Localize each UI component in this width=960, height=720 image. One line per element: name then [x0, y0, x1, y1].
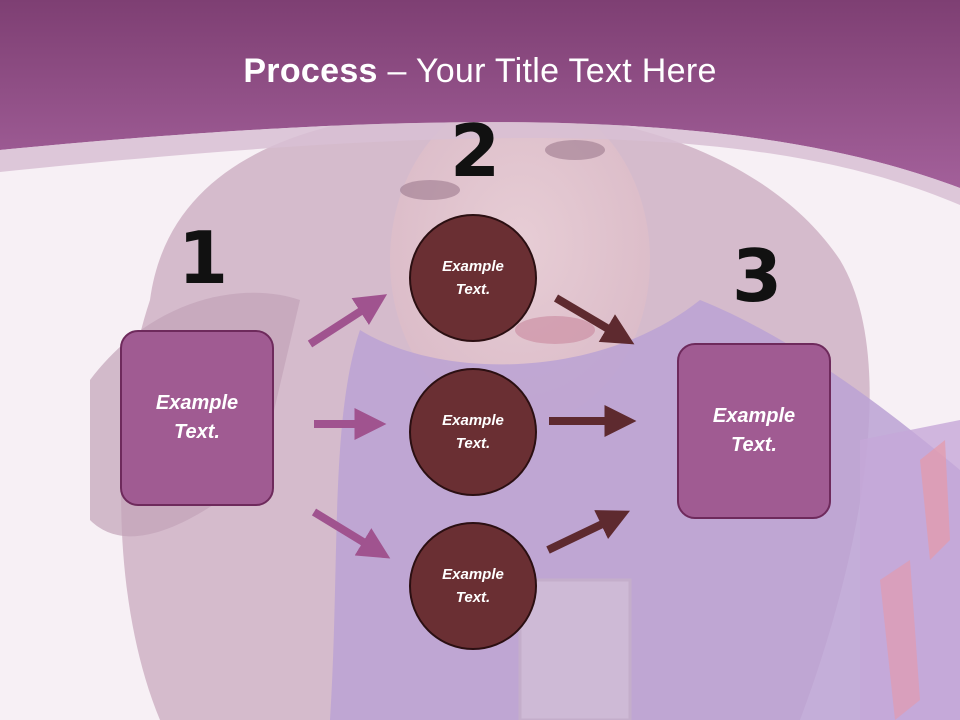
node-circle-middle-label: Example Text.: [442, 412, 504, 452]
arrow-left-down: [311, 508, 391, 559]
step-number-1: 1: [178, 216, 229, 300]
node-circle-bottom-label: Example Text.: [442, 566, 504, 606]
title-rest: – Your Title Text Here: [377, 52, 717, 90]
node-circle-top: Example Text.: [409, 214, 537, 342]
step-box-1-label: Example Text.: [155, 392, 239, 443]
step-box-3-label: Example Text.: [712, 405, 796, 456]
node-circle-middle: Example Text.: [409, 368, 537, 496]
node-circle-top-label: Example Text.: [442, 258, 504, 298]
arrow-left-up: [307, 294, 388, 348]
step-number-2: 2: [450, 109, 501, 193]
arrow-right-down: [553, 294, 635, 345]
slide-title: Process – Your Title Text Here: [0, 52, 960, 91]
title-bold: Process: [243, 52, 378, 90]
step-box-3: Example Text.: [677, 343, 831, 519]
arrow-right-up: [546, 510, 630, 554]
step-number-3: 3: [732, 234, 783, 318]
step-box-1: Example Text.: [120, 330, 274, 506]
node-circle-bottom: Example Text.: [409, 522, 537, 650]
